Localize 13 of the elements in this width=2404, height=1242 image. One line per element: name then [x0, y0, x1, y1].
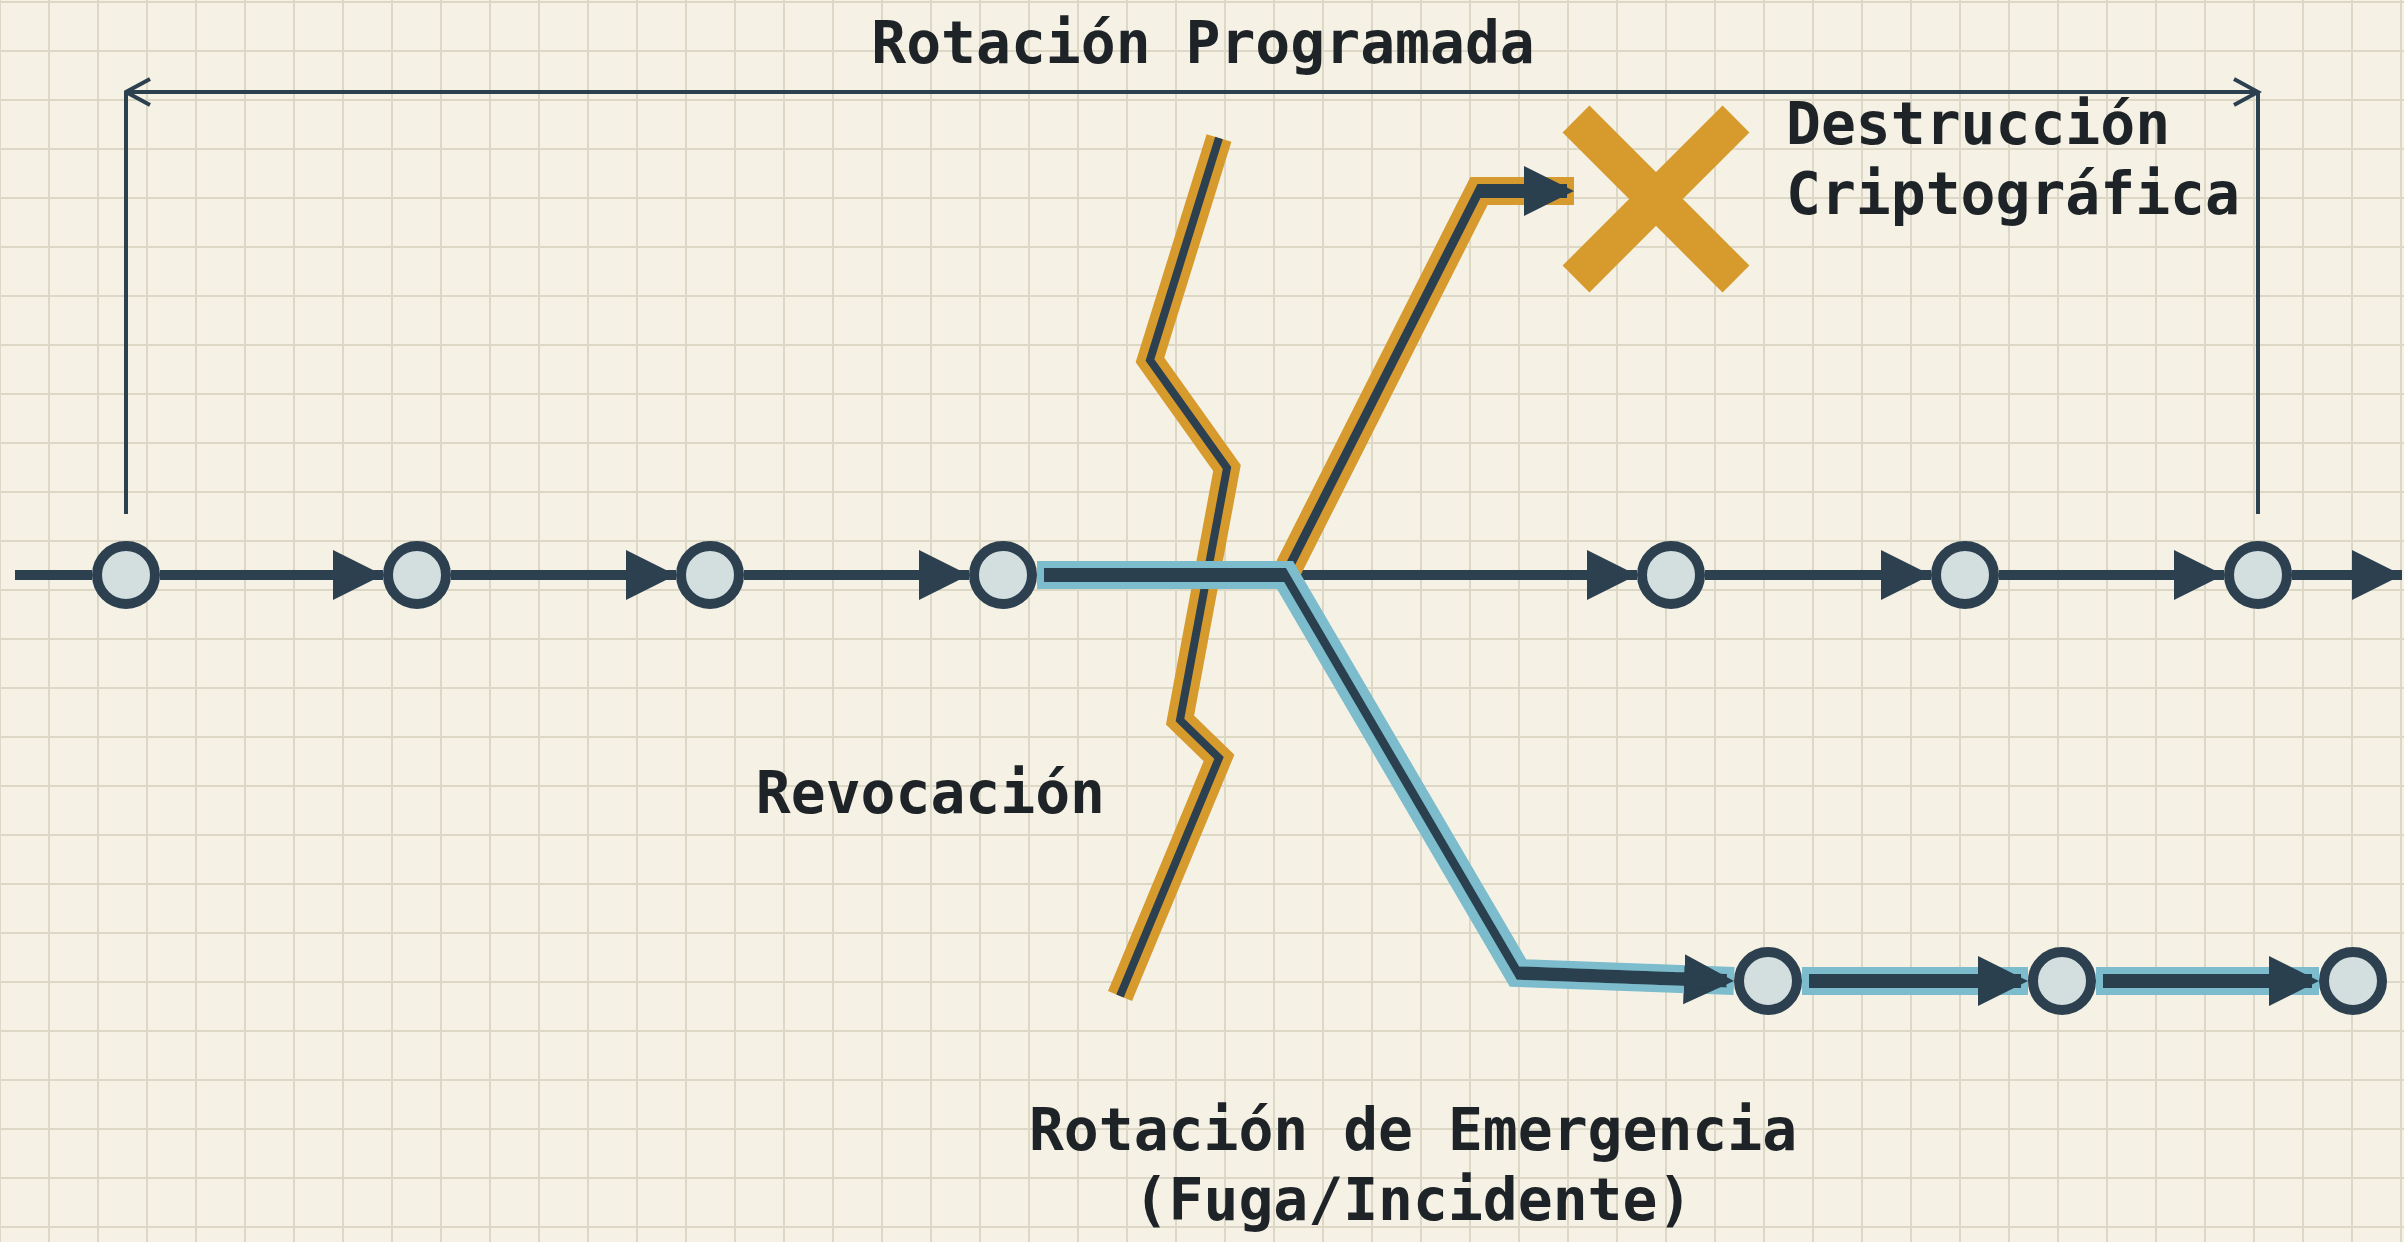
arrow [1037, 561, 1735, 1005]
node-caption: Destrucción Criptográfica [1786, 89, 2241, 229]
arrow [1802, 956, 2028, 1006]
arrow [451, 550, 676, 600]
arrow [2096, 956, 2319, 1006]
dimension-label: Rotación Programada [870, 8, 1536, 78]
arrow [744, 550, 969, 600]
branch-label: Rotación de Emergencia (Fuga/Incidente) [1027, 1095, 1799, 1235]
line [15, 570, 92, 580]
arrow [1999, 550, 2224, 600]
arrow [2292, 550, 2402, 600]
branch-label: Revocación [755, 758, 1105, 828]
arrow [160, 550, 383, 600]
